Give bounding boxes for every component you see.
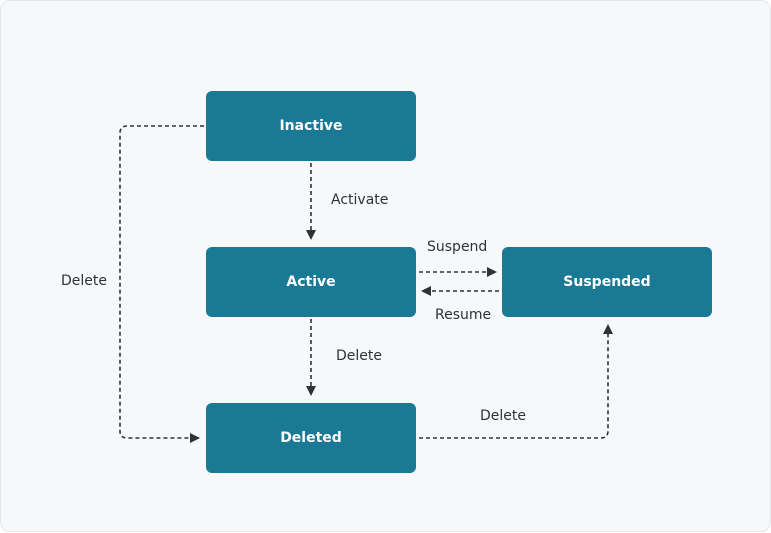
node-deleted-label: Deleted (280, 430, 342, 446)
edge-label-inactive-delete: Delete (61, 273, 107, 289)
node-active-label: Active (286, 274, 336, 290)
node-suspended-label: Suspended (563, 274, 651, 290)
node-inactive-label: Inactive (279, 118, 343, 134)
edge-label-deleted-suspended: Delete (480, 408, 526, 424)
edge-label-activate: Activate (331, 192, 389, 208)
node-active: Active (206, 247, 416, 317)
node-suspended: Suspended (502, 247, 712, 317)
edge-label-active-delete: Delete (336, 348, 382, 364)
node-inactive: Inactive (206, 91, 416, 161)
edge-label-resume: Resume (435, 307, 492, 323)
node-deleted: Deleted (206, 403, 416, 473)
edge-inactive-delete-line (119, 125, 204, 443)
edge-label-suspend: Suspend (427, 239, 488, 255)
edge-deleted-suspended-line (419, 324, 613, 439)
